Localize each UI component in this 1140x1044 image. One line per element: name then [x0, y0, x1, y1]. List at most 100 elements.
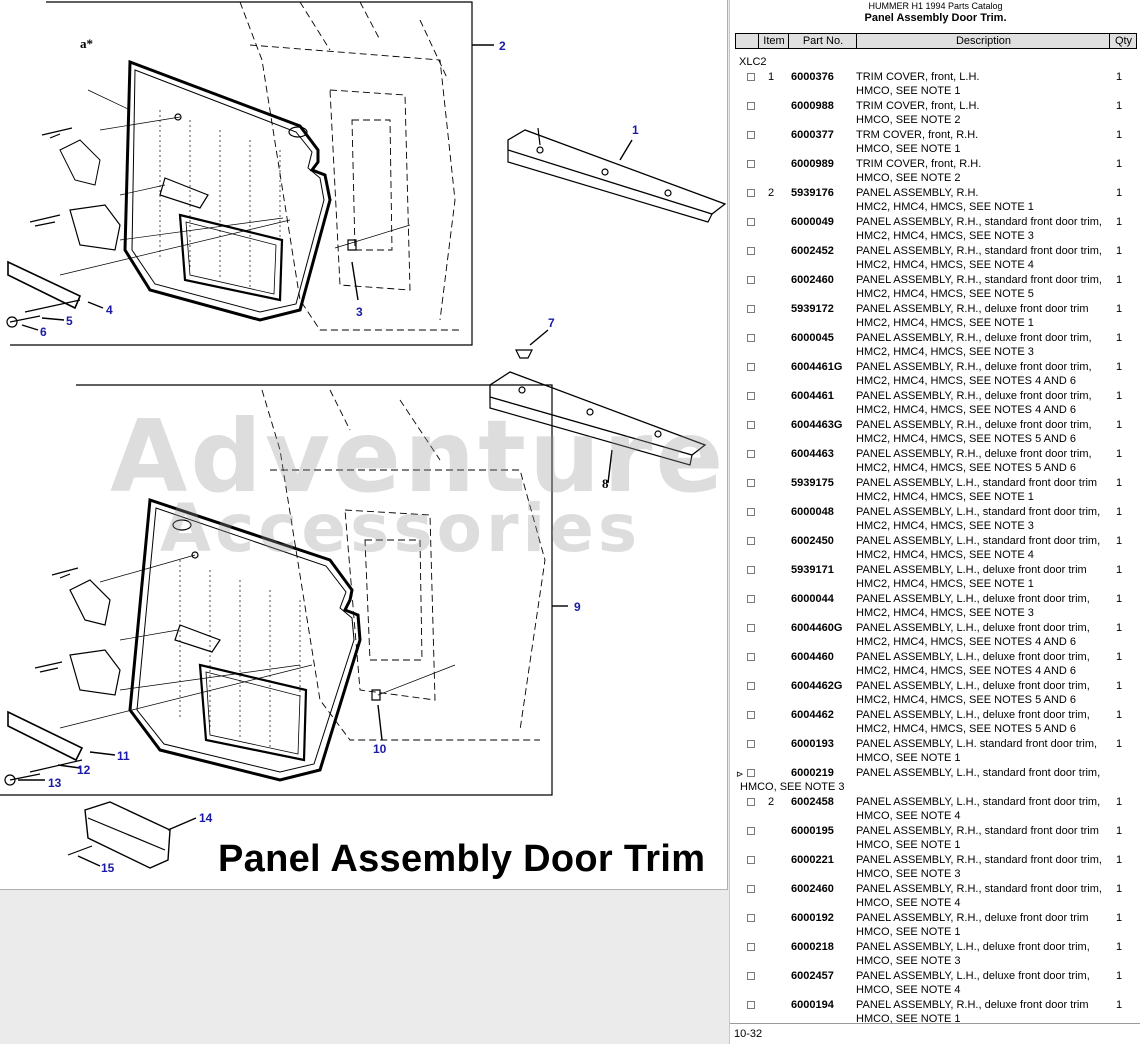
part-description: PANEL ASSEMBLY, R.H., deluxe front door … [856, 360, 1106, 388]
row-select-checkbox[interactable] [747, 653, 755, 661]
current-row-pointer-icon: ⊳ [736, 769, 744, 779]
row-select-checkbox[interactable] [747, 392, 755, 400]
callout-4: 4 [106, 303, 113, 317]
row-select-checkbox[interactable] [747, 885, 755, 893]
description-line-2: HMC2, HMC4, HMCS, SEE NOTES 4 AND 6 [856, 404, 1077, 416]
row-select-checkbox[interactable] [747, 160, 755, 168]
row-select-checkbox[interactable] [747, 740, 755, 748]
row-select-checkbox[interactable] [747, 305, 755, 313]
quantity: 1 [1116, 71, 1123, 83]
catalog-header: HUMMER H1 1994 Parts Catalog Panel Assem… [730, 0, 1140, 25]
row-select-checkbox[interactable] [747, 682, 755, 690]
row-select-checkbox[interactable] [747, 450, 755, 458]
callout-10: 10 [373, 742, 387, 756]
column-header-description[interactable]: Description [856, 34, 1110, 48]
part-description: PANEL ASSEMBLY, R.H., deluxe front door … [856, 998, 1106, 1026]
description-line-1: PANEL ASSEMBLY, L.H., deluxe front door … [856, 564, 1087, 576]
row-select-checkbox[interactable] [747, 247, 755, 255]
row-select-checkbox[interactable] [747, 479, 755, 487]
row-select-checkbox[interactable] [747, 914, 755, 922]
row-select-checkbox[interactable] [747, 508, 755, 516]
part-description: PANEL ASSEMBLY, R.H., deluxe front door … [856, 302, 1106, 330]
row-select-checkbox[interactable] [747, 827, 755, 835]
row-select-checkbox[interactable] [747, 276, 755, 284]
part-number: 6000221 [791, 854, 834, 866]
row-select-checkbox[interactable] [747, 972, 755, 980]
callout-12: 12 [77, 763, 91, 777]
row-select-checkbox[interactable] [747, 943, 755, 951]
row-select-checkbox[interactable] [747, 102, 755, 110]
row-select-checkbox[interactable] [747, 711, 755, 719]
description-line-2: HMC2, HMC4, HMCS, SEE NOTE 5 [856, 288, 1034, 300]
row-select-checkbox[interactable] [747, 566, 755, 574]
row-select-checkbox[interactable] [747, 218, 755, 226]
quantity: 1 [1116, 158, 1123, 170]
row-select-checkbox[interactable] [747, 73, 755, 81]
column-header-item[interactable]: Item [758, 34, 789, 48]
description-line-2: HMCO, SEE NOTE 3 [856, 955, 961, 967]
column-header-qty[interactable]: Qty [1109, 34, 1137, 48]
callout-7: 7 [548, 316, 555, 330]
row-select-checkbox[interactable] [747, 189, 755, 197]
row-select-checkbox[interactable] [747, 421, 755, 429]
row-select-checkbox[interactable] [747, 537, 755, 545]
row-select-checkbox[interactable] [747, 769, 755, 777]
part-description: PANEL ASSEMBLY, L.H., standard front doo… [856, 534, 1106, 562]
row-select-checkbox[interactable] [747, 131, 755, 139]
quantity: 1 [1116, 854, 1123, 866]
part-description: PANEL ASSEMBLY, R.H., deluxe front door … [856, 418, 1106, 446]
row-select-checkbox[interactable] [747, 1001, 755, 1009]
row-select-checkbox[interactable] [747, 595, 755, 603]
part-number: 6000045 [791, 332, 834, 344]
quantity: 1 [1116, 825, 1123, 837]
description-line-1: PANEL ASSEMBLY, R.H., deluxe front door … [856, 390, 1092, 402]
row-select-checkbox[interactable] [747, 856, 755, 864]
description-line-1: PANEL ASSEMBLY, L.H., deluxe front door … [856, 970, 1090, 982]
callout-15: 15 [101, 861, 115, 875]
description-line-2: HMCO, SEE NOTE 3 [740, 781, 845, 793]
row-select-checkbox[interactable] [747, 334, 755, 342]
part-description: PANEL ASSEMBLY, L.H., deluxe front door … [856, 708, 1106, 736]
description-line-1: PANEL ASSEMBLY, L.H., standard front doo… [856, 767, 1101, 779]
row-select-checkbox[interactable] [747, 363, 755, 371]
row-select-checkbox[interactable] [747, 624, 755, 632]
part-number: 6004460G [791, 622, 843, 634]
row-select-checkbox[interactable] [747, 798, 755, 806]
column-header-part-no[interactable]: Part No. [788, 34, 857, 48]
description-line-2: HMC2, HMC4, HMCS, SEE NOTES 4 AND 6 [856, 375, 1077, 387]
description-line-1: PANEL ASSEMBLY, R.H., deluxe front door … [856, 361, 1092, 373]
